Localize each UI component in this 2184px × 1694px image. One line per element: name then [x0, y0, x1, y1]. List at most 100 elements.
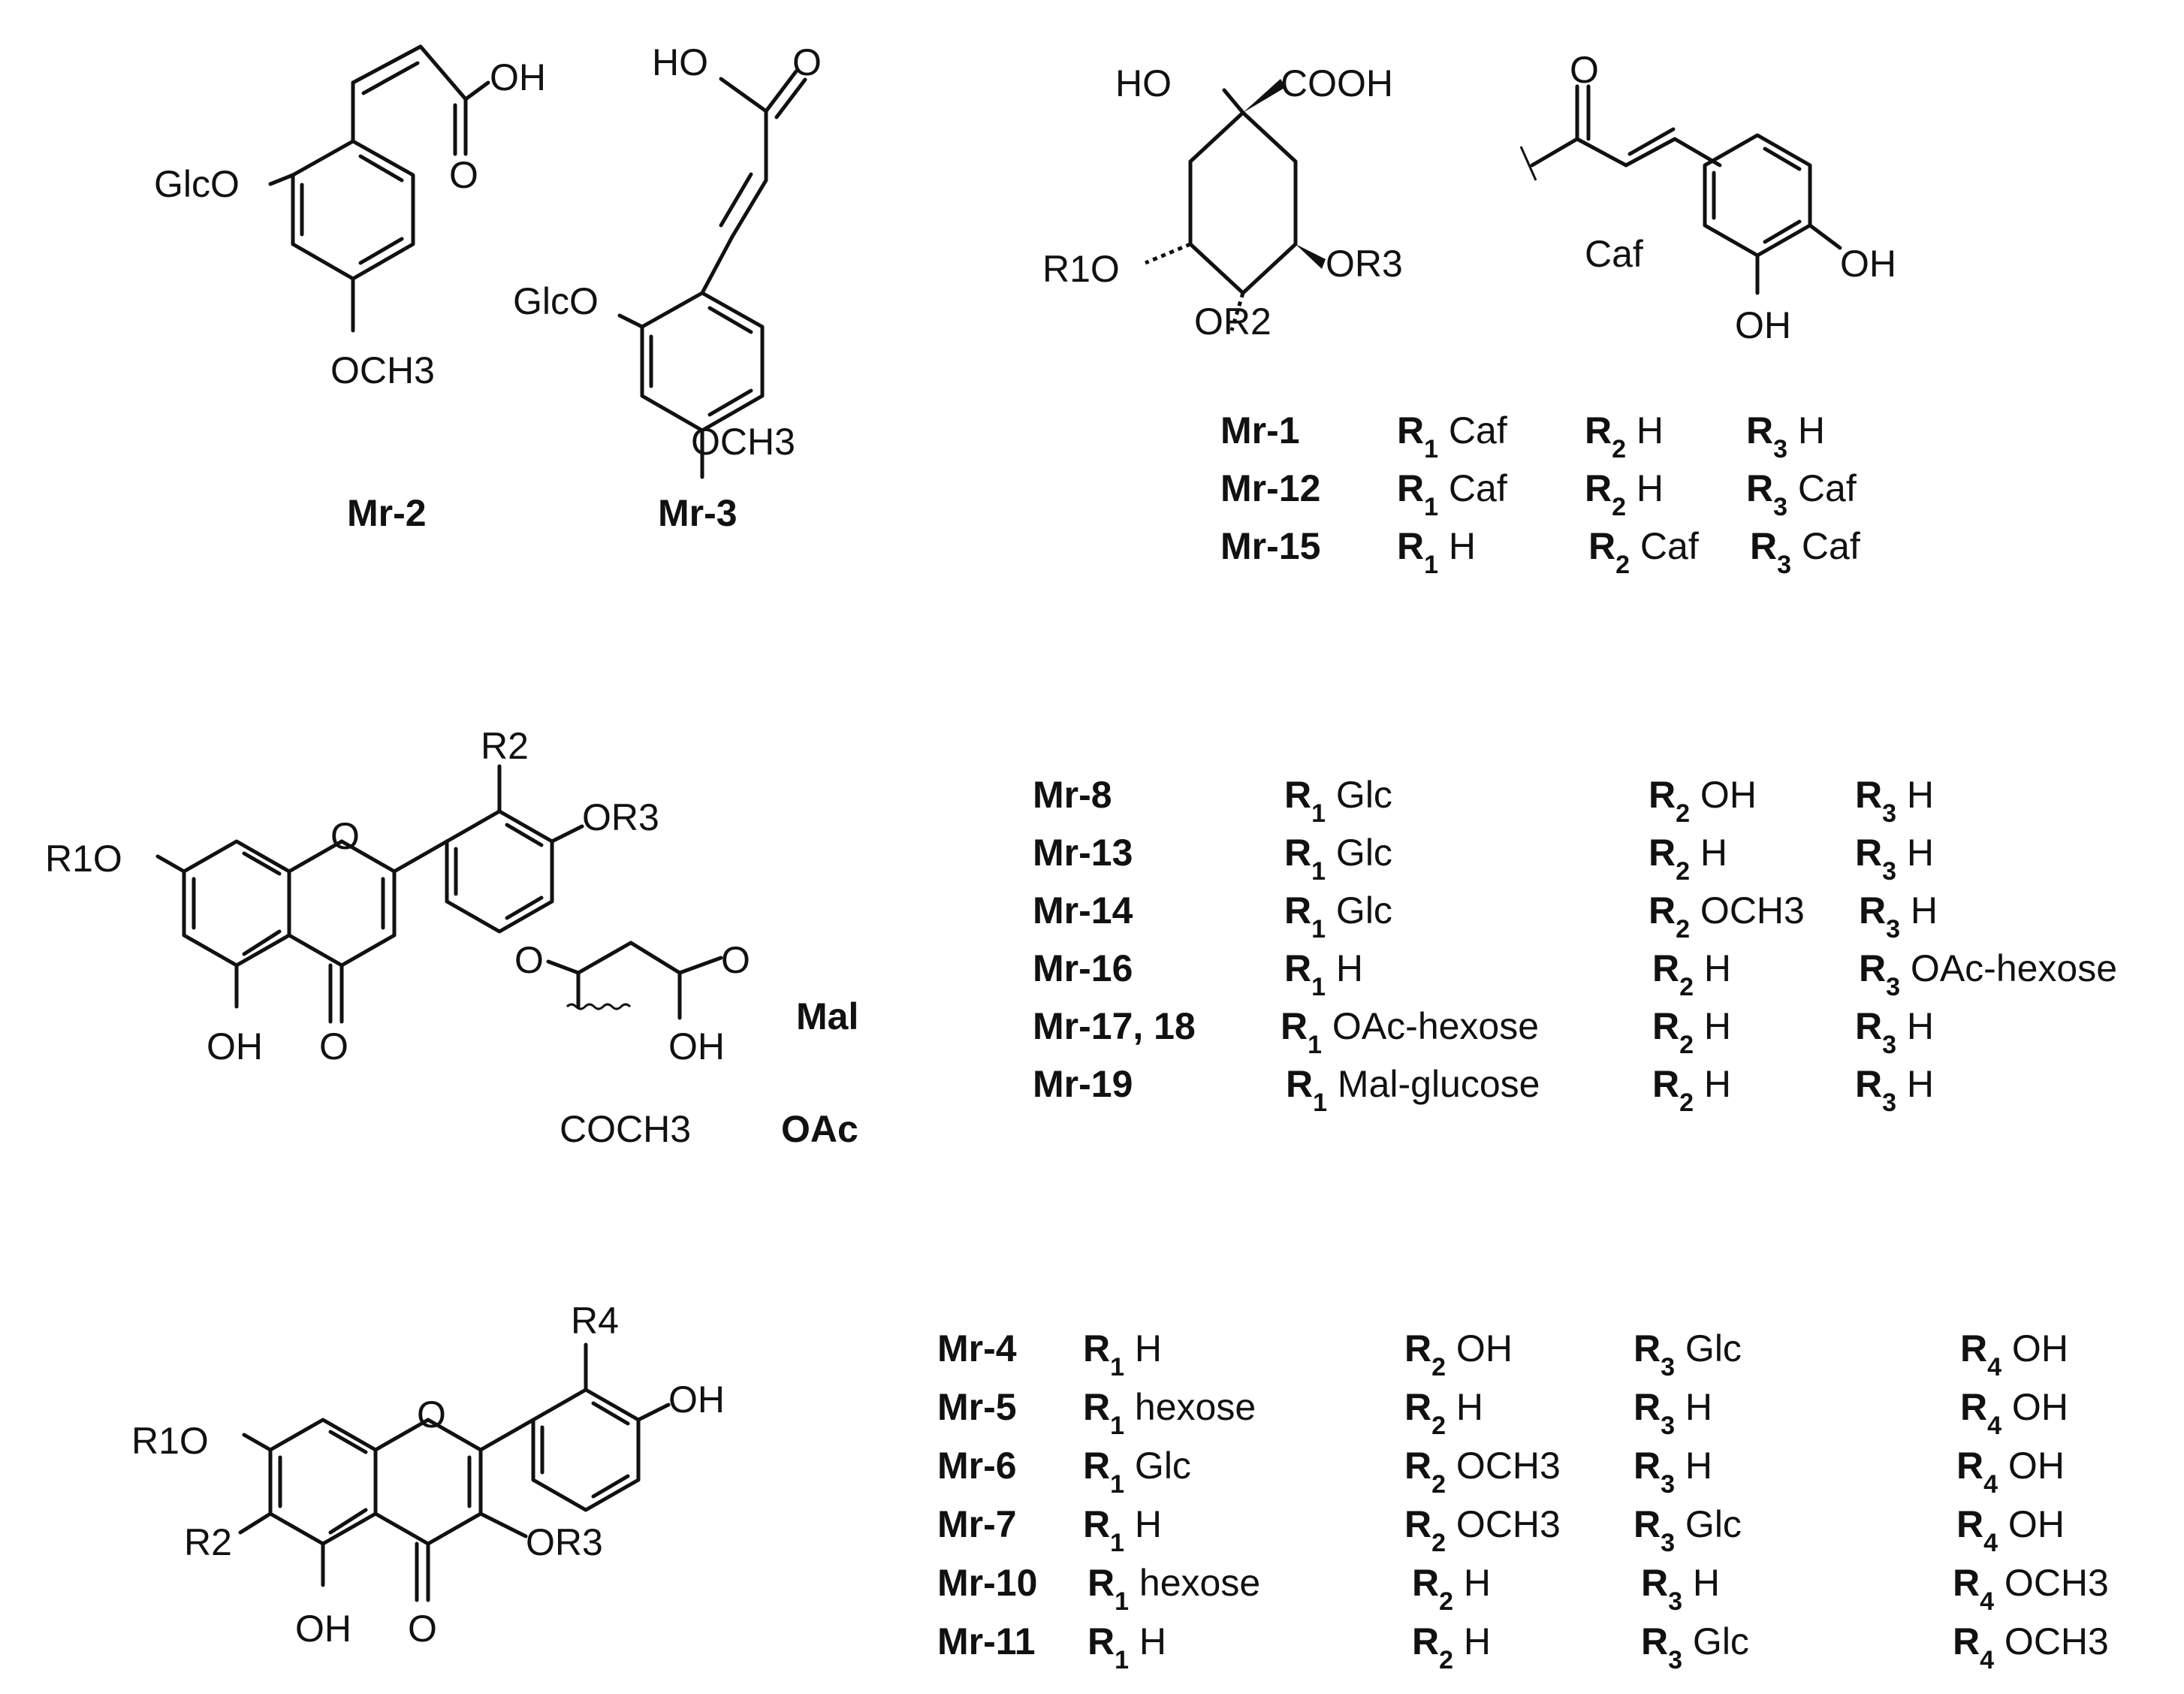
- flavonol-label-or3: OR3: [526, 1521, 603, 1563]
- compound-id: Mr-5: [937, 1386, 1017, 1428]
- r-cell: R1 Caf: [1397, 467, 1507, 521]
- r-cell: R1 Glc: [1284, 889, 1392, 944]
- oac-formula: COCH3: [560, 1108, 691, 1150]
- r-cell: R3 H: [1633, 1445, 1712, 1499]
- compound-id: Mr-8: [1033, 774, 1112, 816]
- flavone-label-ring-o: O: [330, 815, 360, 857]
- r-cell: R3 H: [1633, 1386, 1712, 1440]
- r-cell: R2 H: [1652, 947, 1731, 1001]
- r-cell: R2 OH: [1649, 774, 1757, 828]
- r-cell: R4 OH: [1960, 1327, 2068, 1381]
- table-caffeoylquinic: Mr-1 R1 Caf R2 H R3 H Mr-12 R1 Caf R2 H …: [1220, 409, 1860, 579]
- caf-label-oh-4: OH: [1840, 243, 1896, 285]
- table-row: Mr-17, 18 R1 OAc-hexose R2 H R3 H: [1033, 1005, 1934, 1059]
- r-cell: R2 H: [1412, 1620, 1491, 1674]
- table-flavones: Mr-8 R1 Glc R2 OH R3 H Mr-13 R1 Glc R2 H…: [1033, 774, 2117, 1117]
- compound-id: Mr-14: [1033, 889, 1133, 932]
- flavone-label-or3: OR3: [582, 796, 659, 838]
- r-cell: R2 H: [1652, 1063, 1731, 1117]
- flavone-label-r1o: R1O: [45, 838, 122, 880]
- r-cell: R1 H: [1284, 947, 1363, 1001]
- structure-caffeoyl: O Caf OH OH: [1519, 49, 1896, 346]
- flavonol-label-ring-o: O: [417, 1394, 446, 1436]
- mr-3-label-glco: GlcO: [513, 280, 599, 322]
- mal-name: Mal: [796, 995, 858, 1037]
- r-cell: R2 OCH3: [1649, 889, 1805, 944]
- table-row: Mr-5 R1 hexose R2 H R3 H R4 OH: [937, 1386, 2068, 1440]
- compound-id: Mr-4: [937, 1327, 1017, 1369]
- structure-flavonol: R4 OH R1O O R2 OR3 OH O: [131, 1300, 725, 1650]
- table-row: Mr-16 R1 H R2 H R3 OAc-hexose: [1033, 947, 2117, 1001]
- table-row: Mr-13 R1 Glc R2 H R3 H: [1033, 832, 1934, 886]
- quinic-label-r1o: R1O: [1042, 248, 1120, 290]
- r-cell: R1 H: [1083, 1503, 1162, 1557]
- r-cell: R3 Caf: [1746, 467, 1857, 521]
- caf-label-oh-3: OH: [1735, 304, 1791, 346]
- flavonol-label-oh-4: OH: [668, 1378, 725, 1421]
- table-row: Mr-1 R1 Caf R2 H R3 H: [1220, 409, 1825, 464]
- r-cell: R2 Caf: [1588, 525, 1699, 579]
- compound-id: Mr-6: [937, 1445, 1017, 1487]
- r-cell: R2 H: [1412, 1562, 1491, 1616]
- table-row: Mr-19 R1 Mal-glucose R2 H R3 H: [1033, 1063, 1934, 1117]
- structure-acetyl: COCH3 OAc: [560, 1108, 858, 1150]
- r-cell: R2 H: [1585, 467, 1664, 521]
- r-cell: R1 hexose: [1087, 1562, 1260, 1616]
- r-cell: R2 OH: [1404, 1327, 1513, 1381]
- r-cell: R1 Glc: [1284, 832, 1392, 886]
- r-cell: R3 Glc: [1633, 1327, 1742, 1381]
- r-cell: R3 Caf: [1750, 525, 1860, 579]
- r-cell: R1 Glc: [1284, 774, 1392, 828]
- table-row: Mr-8 R1 Glc R2 OH R3 H: [1033, 774, 1934, 828]
- r-cell: R2 OCH3: [1404, 1503, 1561, 1557]
- quinic-label-or2: OR2: [1194, 300, 1271, 343]
- mr-3-label-o: O: [792, 41, 822, 83]
- compound-id: Mr-15: [1220, 525, 1320, 567]
- r-cell: R4 OH: [1956, 1445, 2065, 1499]
- compound-id: Mr-16: [1033, 947, 1133, 989]
- mr-3-label-ho: HO: [652, 41, 708, 83]
- r-cell: R3 H: [1855, 1005, 1934, 1059]
- r-cell: R4 OCH3: [1953, 1562, 2109, 1616]
- compound-id: Mr-13: [1033, 832, 1133, 874]
- quinic-label-ho: HO: [1115, 62, 1172, 104]
- r-cell: R3 OAc-hexose: [1859, 947, 2117, 1001]
- mr-2-label-o: O: [449, 154, 478, 196]
- table-row: Mr-12 R1 Caf R2 H R3 Caf: [1220, 467, 1857, 521]
- r-cell: R1 hexose: [1083, 1386, 1256, 1440]
- r-cell: R3 H: [1855, 832, 1934, 886]
- r-cell: R2 H: [1585, 409, 1664, 464]
- mr-3-caption: Mr-3: [658, 492, 738, 534]
- r-cell: R2 H: [1652, 1005, 1731, 1059]
- compound-id: Mr-10: [937, 1562, 1037, 1604]
- r-cell: R1 H: [1397, 525, 1476, 579]
- table-row: Mr-15 R1 H R2 Caf R3 Caf: [1220, 525, 1860, 579]
- r-cell: R1 H: [1087, 1620, 1166, 1674]
- table-row: Mr-11 R1 H R2 H R3 Glc R4 OCH3: [937, 1620, 2109, 1674]
- r-cell: R4 OCH3: [1953, 1620, 2109, 1674]
- mr-2-caption: Mr-2: [347, 492, 427, 534]
- flavonol-label-keto-o: O: [408, 1608, 437, 1650]
- flavonol-label-oh-5: OH: [295, 1608, 351, 1650]
- caf-name: Caf: [1585, 233, 1643, 275]
- quinic-label-or3: OR3: [1326, 243, 1403, 285]
- table-flavonols: Mr-4 R1 H R2 OH R3 Glc R4 OH Mr-5 R1 hex…: [937, 1327, 2109, 1674]
- structure-malonyl: O O OH Mal: [514, 939, 858, 1067]
- r-cell: R3 H: [1859, 889, 1938, 944]
- table-row: Mr-4 R1 H R2 OH R3 Glc R4 OH: [937, 1327, 2068, 1381]
- structure-mr-3: HO O GlcO OCH3 Mr-3: [513, 41, 822, 534]
- mr-2-label-och3: OCH3: [330, 349, 435, 391]
- r-cell: R1 Mal-glucose: [1286, 1063, 1540, 1117]
- structure-mr-2: GlcO OH O OCH3 Mr-2: [154, 44, 546, 534]
- quinic-label-cooh: COOH: [1281, 62, 1393, 104]
- mr-2-label-oh: OH: [490, 56, 546, 98]
- mal-label-o-2: O: [721, 939, 750, 981]
- flavonol-label-r1o: R1O: [131, 1420, 209, 1462]
- table-row: Mr-6 R1 Glc R2 OCH3 R3 H R4 OH: [937, 1445, 2065, 1499]
- r-cell: R3 H: [1855, 1063, 1934, 1117]
- table-row: Mr-10 R1 hexose R2 H R3 H R4 OCH3: [937, 1562, 2109, 1616]
- flavone-label-r2: R2: [481, 725, 529, 767]
- r-cell: R2 H: [1404, 1386, 1483, 1440]
- r-cell: R1 Caf: [1397, 409, 1507, 464]
- mal-label-o-1: O: [514, 939, 544, 981]
